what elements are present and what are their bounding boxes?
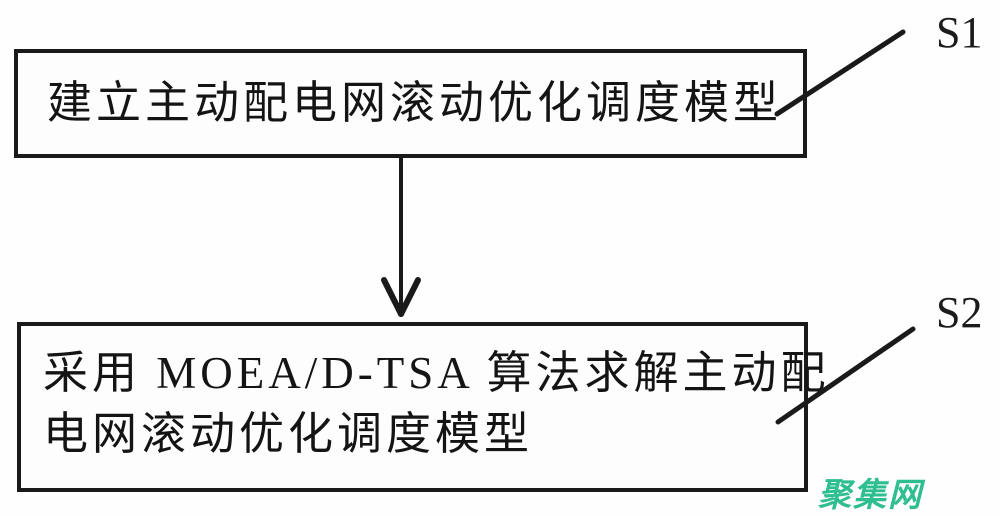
arrow-down-icon bbox=[381, 158, 421, 317]
watermark-text: 聚集网 bbox=[818, 476, 923, 513]
step-box-s1: 建立主动配电网滚动优化调度模型 bbox=[14, 49, 807, 158]
ref-label-s2: S2 bbox=[936, 288, 983, 337]
step-s2-text-line2: 电网滚动优化调度模型 bbox=[43, 409, 534, 459]
step-s1-text: 建立主动配电网滚动优化调度模型 bbox=[47, 78, 783, 128]
step-s2-text-line1: 采用 MOEA/D-TSA 算法求解主动配 bbox=[43, 348, 830, 398]
step-box-s2: 采用 MOEA/D-TSA 算法求解主动配 电网滚动优化调度模型 bbox=[17, 322, 830, 492]
ref-label-s1: S1 bbox=[936, 8, 983, 57]
